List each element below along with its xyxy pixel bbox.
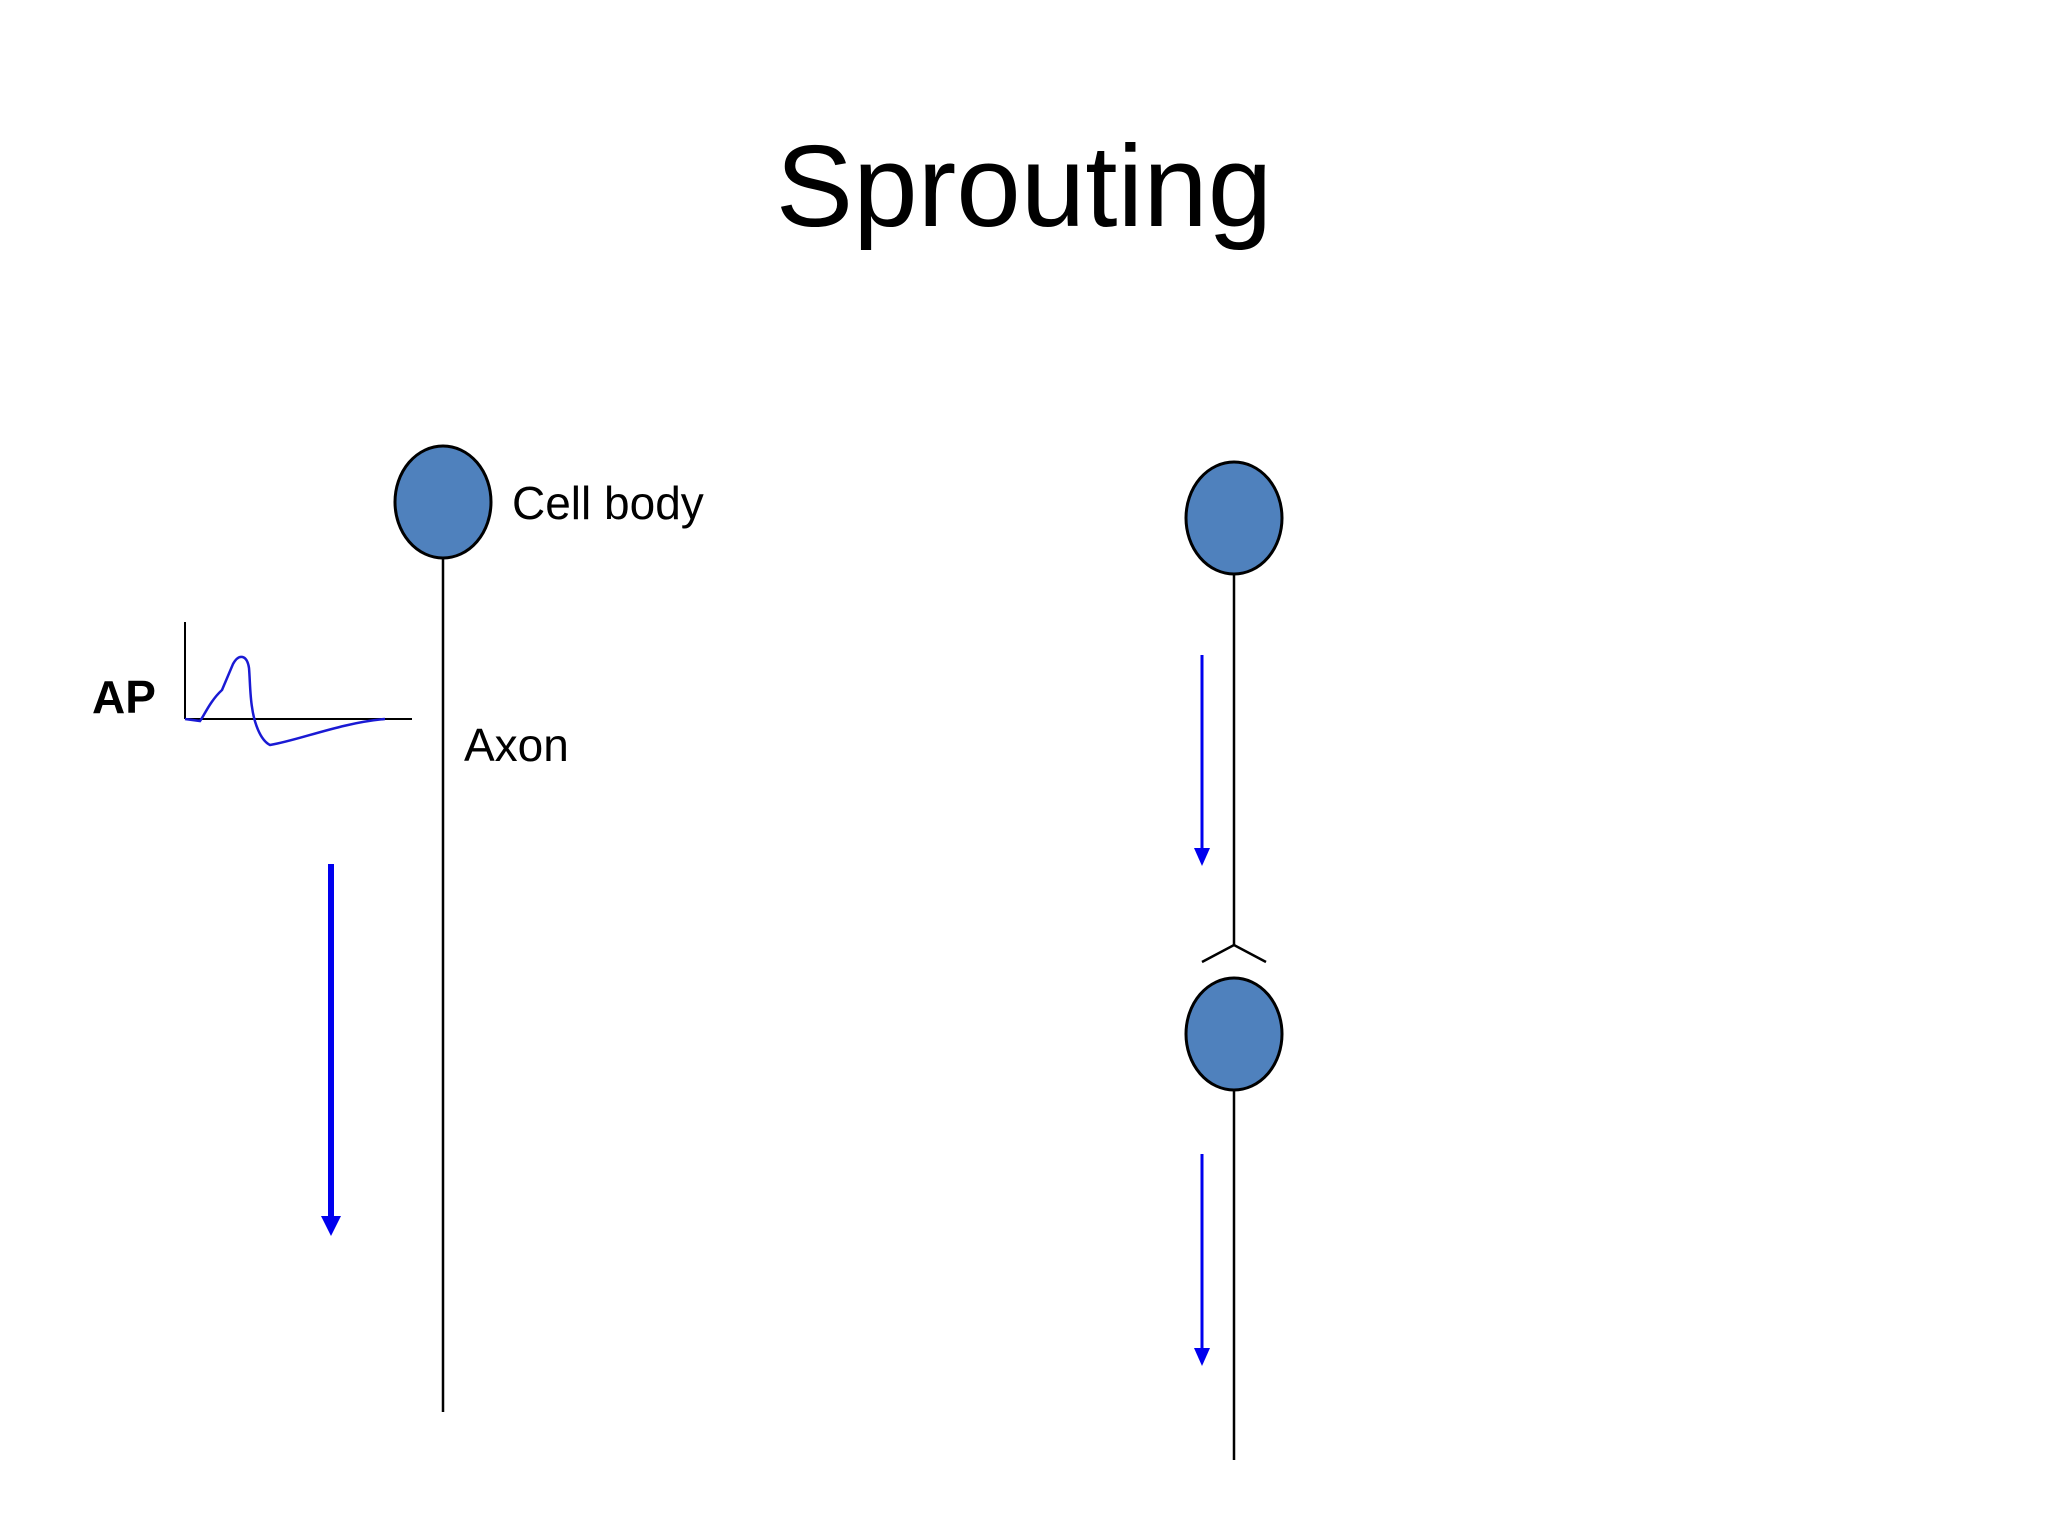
axon-label: Axon xyxy=(464,719,569,771)
synapse-branch xyxy=(1201,943,1267,964)
cell-body-label: Cell body xyxy=(512,477,704,529)
action-potential-plot xyxy=(184,622,412,747)
right-lower-signal-arrow xyxy=(1194,1154,1210,1366)
left-neuron xyxy=(393,444,493,1412)
right-upper-neuron xyxy=(1184,460,1284,964)
right-lower-neuron xyxy=(1184,976,1284,1460)
ap-label: AP xyxy=(92,671,156,723)
right-upper-cell-body xyxy=(1184,460,1284,576)
left-cell-body xyxy=(393,444,493,560)
right-lower-cell-body xyxy=(1184,976,1284,1092)
ap-trace xyxy=(184,655,386,747)
left-signal-arrow xyxy=(321,864,341,1236)
right-upper-signal-arrow xyxy=(1194,655,1210,866)
slide-title: Sprouting xyxy=(775,121,1273,251)
